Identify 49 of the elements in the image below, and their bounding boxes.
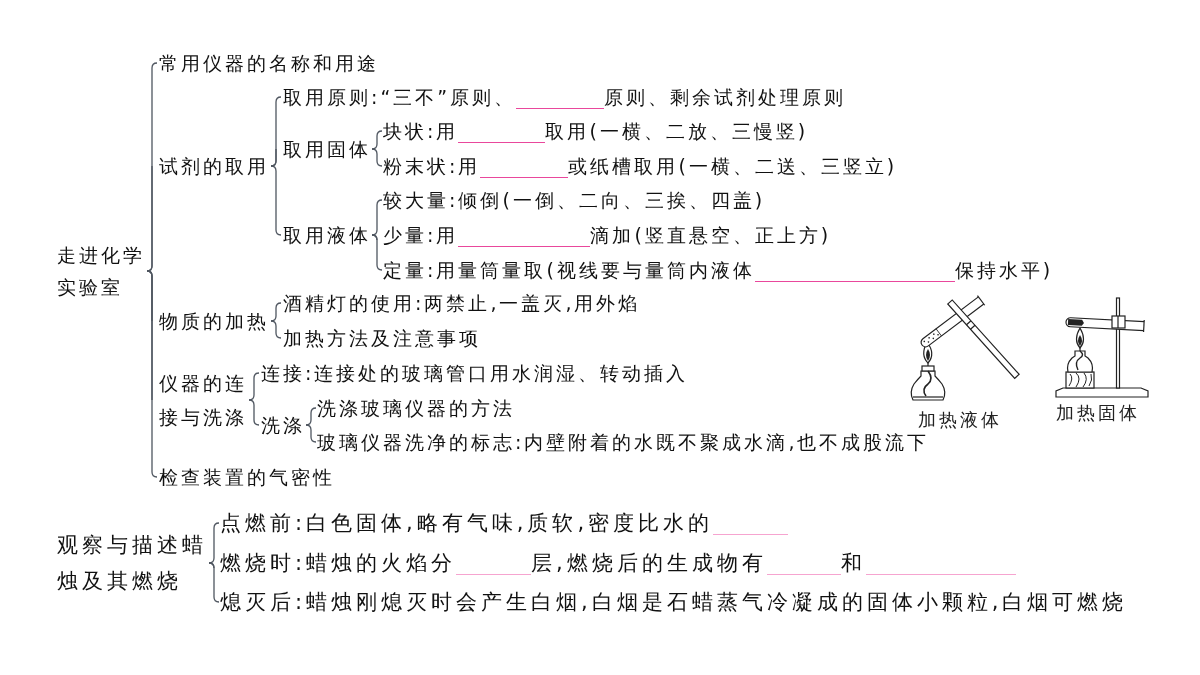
- brace: [270, 320, 282, 339]
- caption: 加热液体: [918, 408, 1002, 432]
- topic-text: 块状:用: [383, 120, 459, 142]
- topic-text: 洗涤: [261, 413, 305, 437]
- topic-text: 常用仪器的名称和用途: [159, 51, 379, 75]
- caption: 加热固体: [1056, 401, 1140, 425]
- topic-text: 走进化学实验室: [57, 239, 146, 303]
- brace: [305, 407, 317, 426]
- topic-text: 检查装置的气密性: [159, 465, 335, 489]
- topic-text: 连接:连接处的玻璃管口用水润湿、转动插入: [261, 361, 689, 385]
- topic-text: 滴加(竖直悬空、正上方): [590, 224, 832, 246]
- topic-text: 取用固体: [283, 137, 371, 161]
- brace: [248, 372, 260, 401]
- brace: [208, 522, 220, 564]
- topic-text: 保持水平): [954, 259, 1054, 281]
- brace: [371, 148, 383, 167]
- topic-text: 取用原则:“三不”原则、: [283, 86, 517, 108]
- topic-text: 原则、剩余试剂处理原则: [604, 86, 847, 108]
- topic-text: 粉末状:用: [383, 155, 481, 177]
- topic-text: 或纸槽取用(一横、二送、三竖立): [568, 155, 898, 177]
- topic-text: 和: [840, 551, 866, 575]
- topic-text: 点燃前:白色固体,略有气味,质软,密度比水的: [220, 511, 714, 535]
- topic-text: 仪器的连接与洗涤: [159, 366, 248, 434]
- brace: [270, 165, 282, 236]
- topic-text: 层,燃烧后的生成物有: [531, 551, 767, 575]
- brace: [305, 424, 317, 443]
- topic-text: 酒精灯的使用:两禁止,一盖灭,用外焰: [283, 291, 641, 315]
- brace: [146, 165, 153, 272]
- brace: [371, 199, 383, 236]
- topic-text: 较大量:倾倒(一倒、二向、三挨、四盖): [383, 188, 766, 212]
- brace: [371, 234, 383, 271]
- brace: [146, 270, 158, 478]
- topic-text: 定量:用量筒量取(视线要与量筒内液体: [383, 259, 755, 281]
- brace: [270, 302, 282, 322]
- topic-text: 物质的加热: [159, 309, 269, 333]
- topic-text: 燃烧时:蜡烛的火焰分: [220, 551, 457, 575]
- topic-text: 取用(一横、二放、三慢竖): [545, 120, 809, 142]
- topic-text: 取用液体: [283, 223, 371, 247]
- brace: [208, 562, 220, 603]
- brace: [248, 399, 260, 426]
- topic-text: 试剂的取用: [159, 154, 269, 178]
- topic-text: 玻璃仪器洗净的标志:内壁附着的水既不聚成水滴,也不成股流下: [317, 430, 930, 454]
- topic-text: 少量:用: [383, 224, 459, 246]
- brace: [270, 148, 277, 167]
- brace: [371, 130, 383, 150]
- topic-text: 洗涤玻璃仪器的方法: [317, 396, 515, 420]
- topic-text: 观察与描述蜡烛及其燃烧: [57, 527, 208, 599]
- topic-text: 熄灭后:蜡烛刚熄灭时会产生白烟,白烟是石蜡蒸气冷凝成的固体小颗粒,白烟可燃烧: [220, 588, 1128, 616]
- topic-text: 加热方法及注意事项: [283, 326, 481, 350]
